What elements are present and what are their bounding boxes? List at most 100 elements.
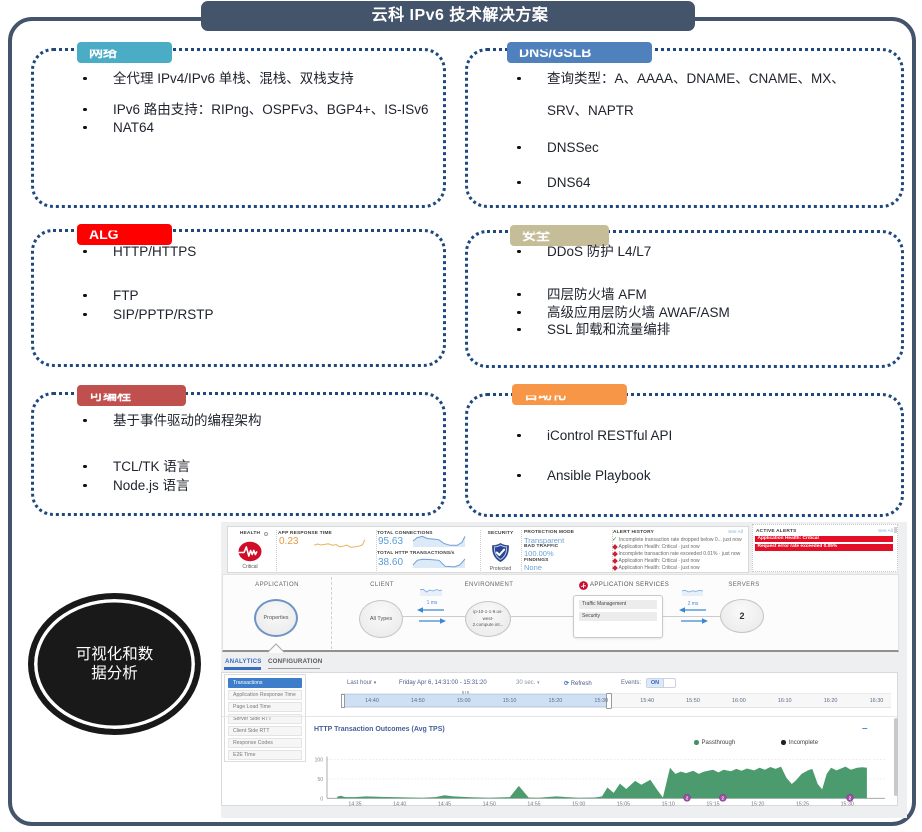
alert-history-list: ✓Incomplete transaction rate dropped bel… — [611, 537, 744, 572]
flow-application-node[interactable]: Properties — [254, 599, 298, 637]
feature-bullet-network-2: NAT64 — [113, 120, 155, 135]
timeline-left-handle[interactable] — [341, 693, 345, 708]
event-marker[interactable]: 2 — [846, 794, 854, 802]
timeline-grip[interactable] — [462, 690, 472, 694]
svg-text:2: 2 — [686, 796, 689, 801]
alert-diamond-icon — [611, 565, 618, 571]
total-connections-sparkline — [412, 535, 466, 547]
app-response-time-value: 0.23 — [279, 536, 299, 547]
feature-box-programmable — [31, 392, 446, 516]
sidebar-item-response-codes[interactable]: Response Codes — [228, 738, 302, 748]
timeline-tick-label: 16:20 — [823, 697, 838, 704]
timeline-right-handle[interactable] — [606, 693, 612, 709]
feature-bullet-alg-1: FTP — [113, 288, 139, 303]
timeline-tick-label: 15:40 — [640, 697, 655, 704]
service-row[interactable]: Security — [579, 612, 657, 621]
flow-environment-node[interactable]: ip-10-1-1-9.us-west-2.compute.int... — [465, 601, 511, 637]
tab-configuration[interactable]: CONFIGURATION — [268, 657, 323, 665]
feature-label-text: DNS/GSLB — [519, 44, 592, 61]
flow-client-node[interactable]: All Types — [359, 600, 403, 638]
events-toggle[interactable]: ON — [646, 678, 676, 688]
bullet-dot — [83, 293, 87, 297]
active-alert-bar[interactable]: Request error rate exceeded 0.05% — [755, 543, 893, 551]
event-marker[interactable]: 2 — [683, 794, 691, 802]
caret-down-icon: ▾ — [373, 680, 377, 686]
timeline-tick-label: 16:30 — [869, 697, 884, 704]
tab-analytics-underline — [224, 667, 261, 670]
bad-traffic-label: BAD TRAFFIC — [524, 544, 559, 549]
feature-label-text: ALG — [89, 226, 119, 243]
alert-history-item[interactable]: Application Health: Critical · just now — [611, 565, 744, 572]
active-alert-bar[interactable]: Application Health: Critical — [755, 535, 893, 543]
caret-down-icon: ▾ — [537, 680, 540, 686]
divider — [222, 715, 899, 717]
x-tick-label: 15:25 — [796, 802, 809, 808]
active-alerts-see-all[interactable]: See All — [878, 528, 893, 534]
bullet-dot — [83, 464, 87, 468]
flow-application-title: APPLICATION — [255, 582, 299, 588]
sidebar-item-e2e-time[interactable]: E2E Time — [228, 750, 302, 760]
flow-servers-node[interactable]: 2 — [720, 599, 764, 633]
sidebar-item-application-response-time[interactable]: Application Response Time — [228, 690, 302, 700]
bad-traffic-value: 100.00% — [524, 549, 554, 558]
sidebar-item-transactions[interactable]: Transactions — [228, 678, 302, 688]
feature-box-dns-gslb — [465, 48, 904, 208]
x-tick-label: 15:00 — [572, 802, 585, 808]
health-status: Critical — [242, 564, 258, 570]
x-tick-label: 15:05 — [617, 802, 630, 808]
collapse-chart-icon[interactable]: – — [862, 723, 868, 734]
date-range-label: Friday Apr 6, 14:31:00 - 15:31:20 — [399, 680, 487, 686]
sidebar-item-server-side-rtt[interactable]: Server Side RTT — [228, 714, 302, 724]
interval-dropdown[interactable]: 30 sec. ▾ — [516, 680, 540, 686]
feature-bullet-security-3: SSL 卸载和流量编排 — [547, 322, 671, 337]
metrics-panel: HEALTH Critical APP RESPONSE TIME 0.23 T… — [227, 526, 749, 573]
security-shield-icon — [492, 543, 509, 562]
connector — [663, 616, 720, 617]
sidebar-item-page-load-time[interactable]: Page Load Time — [228, 702, 302, 712]
alert-history-text: Application Health: Critical · just now — [618, 565, 700, 571]
service-row[interactable]: Traffic Management — [579, 600, 657, 609]
sidebar-item-client-side-rtt[interactable]: Client Side RTT — [228, 726, 302, 736]
panel-scrollbar[interactable] — [894, 718, 898, 796]
events-label: Events: — [621, 680, 642, 686]
health-settings-icon[interactable] — [264, 531, 268, 536]
refresh-button[interactable]: ⟳ Refresh — [564, 680, 592, 687]
alert-history-item[interactable]: Application Health: Critical · just now — [611, 558, 744, 565]
alert-history-item[interactable]: Incomplete transaction rate exceeded 0.0… — [611, 551, 744, 558]
findings-value: None — [524, 563, 542, 572]
feature-bullet-dns-gslb-0: 查询类型：A、AAAA、DNAME、CNAME、MX、 — [547, 71, 845, 86]
bullet-dot — [517, 180, 521, 184]
timeline-tick-label: 15:00 — [456, 697, 471, 704]
active-alerts-scrollbar[interactable] — [894, 527, 897, 533]
legend-item-passthrough[interactable]: Passthrough — [694, 740, 735, 746]
total-connections-value: 95.63 — [378, 536, 404, 547]
app-response-time-label: APP RESPONSE TIME — [278, 531, 332, 536]
timeline-tick-label: 14:50 — [410, 697, 425, 704]
time-range-dropdown[interactable]: Last hour ▾ — [347, 680, 377, 686]
events-toggle-knob — [663, 679, 675, 687]
alert-history-item[interactable]: ✓Incomplete transaction rate dropped bel… — [612, 537, 744, 544]
total-http-value: 38.60 — [378, 556, 404, 568]
client-latency-label: 1 ms — [426, 599, 438, 606]
feature-label-text: 网络 — [89, 44, 117, 61]
feature-box-alg — [31, 229, 446, 367]
security-label: SECURITY — [487, 531, 514, 536]
feature-bullet-security-1: 四层防火墙 AFM — [547, 287, 647, 302]
bullet-dot — [517, 76, 521, 80]
protection-mode-value: Transparent — [524, 535, 565, 545]
divider — [276, 530, 277, 571]
tab-analytics[interactable]: ANALYTICS — [225, 657, 262, 665]
check-icon: ✓ — [612, 537, 618, 543]
environment-node-line: ip-10-1-1-9.us- — [473, 609, 503, 615]
alert-history-item[interactable]: Application Health: Critical · just now — [611, 544, 744, 551]
x-tick-label: 14:50 — [483, 802, 496, 808]
legend-item-incomplete[interactable]: Incomplete — [781, 740, 818, 746]
findings-label: FINDINGS — [524, 558, 549, 563]
y-tick-label: 50 — [317, 777, 323, 783]
alert-history-text: Application Health: Critical · just now — [618, 558, 700, 564]
event-marker[interactable]: 2 — [719, 794, 727, 802]
alert-history-see-all[interactable]: See All — [728, 530, 743, 535]
